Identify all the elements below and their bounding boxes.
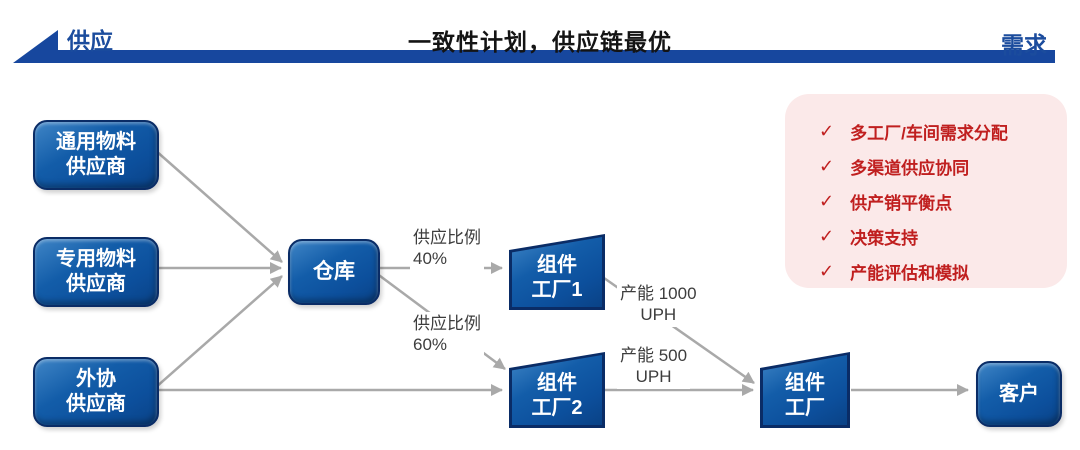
checklist-item-label: 多渠道供应协同 [850,159,970,178]
supply-ratio-40-label: 供应比例 40% [410,226,484,271]
feature-checklist-panel: ✓ 多工厂/车间需求分配 ✓ 多渠道供应协同 ✓ 供产销平衡点 ✓ 决策支持 ✓… [785,94,1067,288]
capacity-500-label: 产能 500 UPH [617,344,691,389]
node-dedicated-materials-supplier: 专用物料 供应商 [33,237,159,307]
checklist-item-label: 供产销平衡点 [850,194,953,213]
checkmark-icon: ✓ [819,261,835,281]
checkmark-icon: ✓ [819,121,835,141]
checkmark-icon: ✓ [819,156,835,176]
node-customer: 客户 [976,361,1062,427]
checklist-item-label: 产能评估和模拟 [850,264,970,283]
checklist-item: ✓ 产能评估和模拟 [819,259,1053,284]
node-outsourcing-supplier: 外协 供应商 [33,357,159,427]
header-supply-label: 供应 [67,28,113,54]
edge-general-to-warehouse [154,149,283,263]
header-demand-label: 需求 [1001,32,1047,58]
checkmark-icon: ✓ [819,226,835,246]
checklist-item: ✓ 多渠道供应协同 [819,154,1053,179]
edge-outsource-to-warehouse [154,275,283,389]
page-title: 一致性计划，供应链最优 [408,29,672,55]
checkmark-icon: ✓ [819,191,835,211]
node-component-factory: 组件 工厂 [760,352,850,428]
checklist-item: ✓ 多工厂/车间需求分配 [819,119,1053,144]
supply-ratio-60-label: 供应比例 60% [410,312,484,357]
capacity-1000-label: 产能 1000 UPH [617,282,700,327]
node-warehouse: 仓库 [288,239,380,305]
checklist-item: ✓ 决策支持 [819,224,1053,249]
checklist-item-label: 多工厂/车间需求分配 [850,124,1008,143]
node-general-materials-supplier: 通用物料 供应商 [33,120,159,190]
checklist-item-label: 决策支持 [850,229,919,248]
checklist-item: ✓ 供产销平衡点 [819,189,1053,214]
header-divider-bar [56,50,1055,63]
